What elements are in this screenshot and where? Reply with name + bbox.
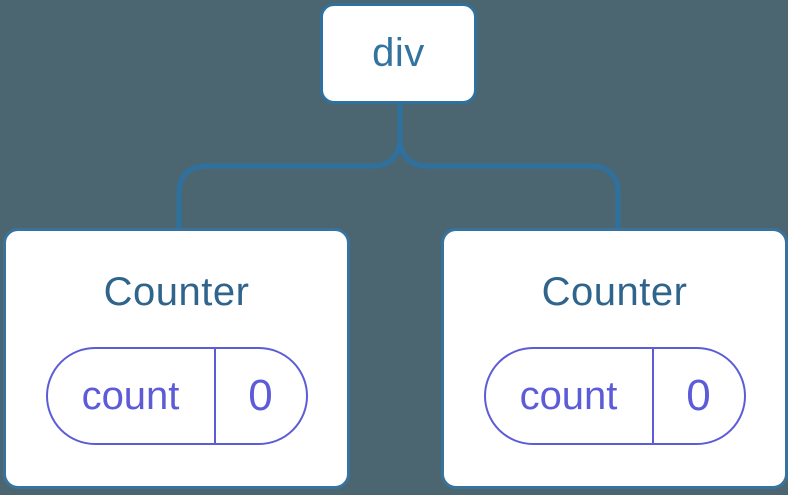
state-key-cell: count — [48, 349, 214, 443]
counter-card-left: Counter count 0 — [3, 228, 350, 489]
connector-right-branch — [397, 104, 621, 228]
connector-left-branch — [176, 104, 403, 228]
state-value: 0 — [248, 371, 273, 420]
state-value-cell: 0 — [213, 349, 306, 443]
root-node-div: div — [320, 3, 477, 104]
state-key-label: count — [81, 373, 180, 418]
state-key-label: count — [519, 373, 618, 418]
counter-card-title: Counter — [103, 270, 250, 314]
state-pill: count 0 — [45, 347, 308, 445]
state-value-cell: 0 — [651, 349, 744, 443]
state-value: 0 — [686, 371, 711, 420]
state-pill: count 0 — [483, 347, 746, 445]
state-key-cell: count — [486, 349, 652, 443]
root-node-label: div — [372, 31, 425, 75]
counter-card-title: Counter — [541, 270, 688, 314]
counter-card-right: Counter count 0 — [441, 228, 788, 489]
